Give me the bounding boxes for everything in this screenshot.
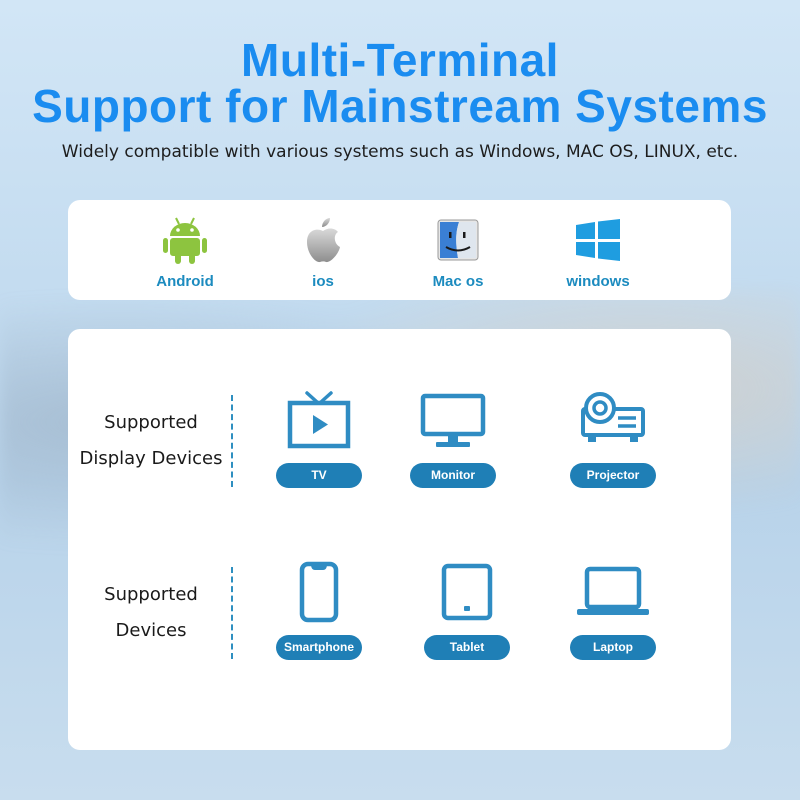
pill-tv: TV — [276, 463, 362, 488]
devices-divider — [231, 567, 233, 659]
tv-icon — [264, 389, 374, 451]
device-monitor: Monitor — [398, 389, 508, 488]
windows-icon — [538, 214, 658, 266]
android-icon — [125, 214, 245, 266]
pill-tablet: Tablet — [424, 635, 510, 660]
os-item-windows: windows — [538, 214, 658, 290]
os-label-macos: Mac os — [432, 273, 484, 290]
display-devices-label-line2: Display Devices — [79, 448, 223, 469]
finder-icon — [398, 214, 518, 266]
title-line-1: Multi-Terminal — [241, 34, 559, 86]
devices-label: Supported Devices — [68, 577, 234, 649]
os-item-macos: Mac os — [398, 214, 518, 290]
device-smartphone: Smartphone — [264, 561, 374, 660]
smartphone-icon — [264, 561, 374, 623]
os-item-ios: ios — [263, 214, 383, 290]
tablet-icon — [412, 561, 522, 623]
devices-card: Supported Display Devices TV Monitor — [68, 329, 731, 750]
laptop-icon — [558, 561, 668, 623]
subtitle: Widely compatible with various systems s… — [61, 142, 739, 162]
pill-monitor: Monitor — [410, 463, 496, 488]
device-laptop: Laptop — [558, 561, 668, 660]
pill-projector: Projector — [570, 463, 656, 488]
os-card: Android ios — [68, 200, 731, 300]
display-devices-label-line1: Supported — [104, 412, 198, 433]
os-label-ios: ios — [312, 273, 334, 290]
device-projector: Projector — [558, 389, 668, 488]
pill-laptop: Laptop — [570, 635, 656, 660]
os-label-windows: windows — [566, 273, 630, 290]
devices-label-line2: Devices — [115, 620, 187, 641]
monitor-icon — [398, 389, 508, 451]
title-line-2: Support for Mainstream Systems — [32, 80, 768, 132]
devices-label-line1: Supported — [104, 584, 198, 605]
display-devices-label: Supported Display Devices — [68, 405, 234, 477]
display-divider — [231, 395, 233, 487]
device-tv: TV — [264, 389, 374, 488]
apple-icon — [263, 214, 383, 266]
projector-icon — [558, 389, 668, 451]
os-item-android: Android — [125, 214, 245, 290]
device-tablet: Tablet — [412, 561, 522, 660]
pill-smartphone: Smartphone — [276, 635, 362, 660]
os-label-android: Android — [156, 273, 214, 290]
